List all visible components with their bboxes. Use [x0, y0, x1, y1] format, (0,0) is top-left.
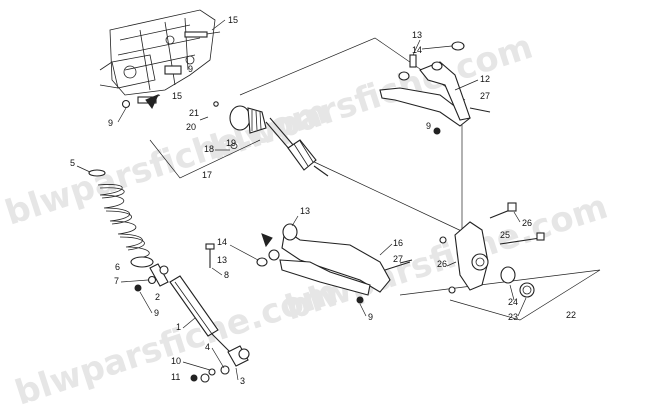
- callout-19: 19: [226, 138, 236, 148]
- callout-12: 12: [480, 74, 490, 84]
- lower-a-arm: [256, 223, 411, 304]
- frame-assembly: [99, 9, 221, 109]
- callout-26-mid: 26: [437, 259, 447, 269]
- callout-13-upper: 13: [412, 30, 422, 40]
- callout-24: 24: [508, 297, 518, 307]
- callout-1: 1: [176, 322, 181, 332]
- callout-22: 22: [566, 310, 576, 320]
- callout-9-frame-b: 9: [108, 118, 113, 128]
- bolts: [205, 243, 413, 268]
- callout-15-frame: 15: [172, 91, 182, 101]
- callout-27-lower: 27: [393, 254, 403, 264]
- callout-10: 10: [171, 356, 181, 366]
- callout-13-lower-a: 13: [217, 255, 227, 265]
- callout-14-upper: 14: [412, 45, 422, 55]
- shock-absorber: [134, 263, 250, 383]
- callout-9-upper: 9: [426, 121, 431, 131]
- knuckle-assembly: [439, 202, 545, 298]
- watermark-group: blwparsfiche.com blwparsfiche.com blwpar…: [0, 27, 612, 406]
- callout-17: 17: [202, 170, 212, 180]
- callout-4: 4: [205, 342, 210, 352]
- callout-8: 8: [224, 270, 229, 280]
- upper-a-arm: [379, 41, 491, 135]
- callout-23: 23: [508, 312, 518, 322]
- callout-20: 20: [186, 122, 196, 132]
- callout-11: 11: [171, 372, 180, 382]
- callout-27-upper: 27: [480, 91, 490, 101]
- callout-25: 25: [500, 230, 510, 240]
- callout-21: 21: [189, 108, 199, 118]
- callout-15-top: 15: [228, 15, 238, 25]
- callout-9-frame-a: 9: [188, 64, 193, 74]
- callout-9-lower: 9: [368, 312, 373, 322]
- callout-26-top: 26: [522, 218, 532, 228]
- callout-13-lower-b: 13: [300, 206, 310, 216]
- callout-16: 16: [393, 238, 403, 248]
- callout-6: 6: [115, 262, 120, 272]
- callout-18: 18: [204, 144, 214, 154]
- callout-5: 5: [70, 158, 75, 168]
- callout-2: 2: [155, 292, 160, 302]
- callout-7: 7: [114, 276, 119, 286]
- callout-14-lower: 14: [217, 237, 227, 247]
- callout-9-shock: 9: [154, 308, 159, 318]
- watermark-text-2: blwparsfiche.com: [0, 92, 332, 234]
- drive-axle-assembly: [213, 101, 329, 177]
- coil-spring: [88, 169, 154, 268]
- callout-3: 3: [240, 376, 245, 386]
- black-triangle-arrow-icon: [261, 233, 273, 248]
- black-triangle-arrow-icon: [145, 94, 159, 109]
- callouts: 15 9 15 9 13 14 12 27 9 21 20 19 18 17 5…: [70, 15, 576, 386]
